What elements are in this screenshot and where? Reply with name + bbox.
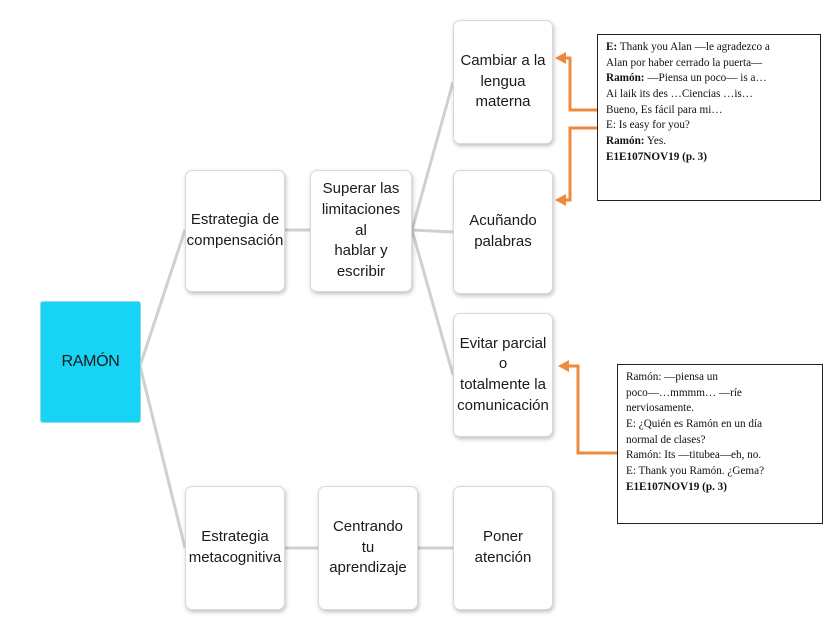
node-avoid-communication[interactable]: Evitar parcial o totalmente la comunicac…	[453, 313, 553, 437]
node-centering-learning[interactable]: Centrando tu aprendizaje	[318, 486, 418, 610]
quote-arrows	[555, 52, 617, 455]
node-label-line: Superar las	[322, 180, 400, 198]
node-overcome-limitations[interactable]: Superar las limitaciones al hablar y esc…	[310, 170, 412, 292]
quote-line: Ai laik its des …Ciencias …is…	[606, 88, 753, 101]
node-label-line: comunicación	[457, 396, 549, 414]
node-label-line: Estrategia de	[190, 211, 280, 229]
arrow-quote-to-avoid	[566, 364, 617, 455]
connector-overcome-avoid	[410, 229, 455, 376]
quote-line: nerviosamente.	[626, 402, 695, 415]
quote-line: E: Thank you Ramón. ¿Gema?	[626, 465, 765, 478]
node-change-mother-tongue[interactable]: Cambiar a la lengua materna	[453, 20, 553, 144]
arrow-head-coining	[555, 194, 566, 206]
quote-line: E: ¿Quién es Ramón en un día	[626, 418, 763, 431]
quote-line: Ramón: Yes.	[606, 135, 667, 148]
node-label-line: totalmente la	[460, 376, 546, 393]
quote-line: normal de clases?	[626, 433, 706, 446]
arrow-quote-to-coining	[562, 126, 597, 202]
quote-line: Ramón: —Piensa un poco— is a…	[606, 72, 767, 85]
quote-citation: E1E107NOV19 (p. 3)	[626, 480, 728, 493]
arrow-head-avoid	[558, 360, 569, 372]
quote-line: Alan por haber cerrado la puerta—	[606, 56, 763, 69]
connector-overcome-change	[410, 81, 455, 231]
node-label-line: Estrategia	[201, 528, 269, 546]
node-label-line: lengua materna	[475, 72, 531, 111]
node-label-line: Cambiar a la	[460, 51, 546, 69]
node-compensation-strategy[interactable]: Estrategia de compensación	[185, 170, 285, 292]
quote-line: Ramón: Its —titubea—eh, no.	[626, 449, 762, 462]
connector-root-compensation	[138, 229, 187, 367]
node-label-line: metacognitiva	[188, 549, 282, 566]
quote-line: E: Thank you Alan —le agradezco a	[606, 41, 770, 53]
quote-line: Ramón: —piensa un	[626, 371, 718, 383]
node-metacognitive-strategy[interactable]: Estrategia metacognitiva	[185, 486, 285, 610]
quote-line: Bueno, Es fácil para mi…	[606, 103, 723, 116]
node-coining-words[interactable]: Acuñando palabras	[453, 170, 553, 294]
node-label-line: limitaciones al	[321, 200, 401, 239]
connector-root-metacognitive	[138, 365, 187, 549]
node-label-line: hablar y escribir	[334, 242, 388, 281]
node-label-line: aprendizaje	[329, 559, 407, 577]
node-label-line: Centrando tu	[332, 517, 404, 556]
quote-line: poco—…mmmm… —ríe	[626, 386, 742, 399]
quote-line: E: Is easy for you?	[606, 119, 690, 132]
root-node-ramon[interactable]: RAMÓN	[40, 301, 141, 423]
arrow-quote-to-change	[562, 56, 597, 112]
node-label: Poner atención	[474, 528, 532, 566]
arrow-head-change	[555, 52, 566, 64]
quote-box-top: E: Thank you Alan —le agradezco a Alan p…	[597, 34, 821, 201]
node-pay-attention[interactable]: Poner atención	[453, 486, 553, 610]
node-label-line: Evitar parcial o	[459, 334, 547, 373]
node-label-line: palabras	[474, 233, 532, 250]
node-label-line: compensación	[186, 232, 284, 249]
quote-citation: E1E107NOV19 (p. 3)	[606, 150, 708, 163]
quote-box-bottom: Ramón: —piensa un poco—…mmmm… —ríe nervi…	[617, 364, 823, 524]
tree-connectors	[138, 81, 455, 550]
node-label-line: Acuñando	[469, 212, 537, 230]
root-label: RAMÓN	[61, 352, 120, 370]
connector-overcome-coining	[411, 228, 454, 234]
